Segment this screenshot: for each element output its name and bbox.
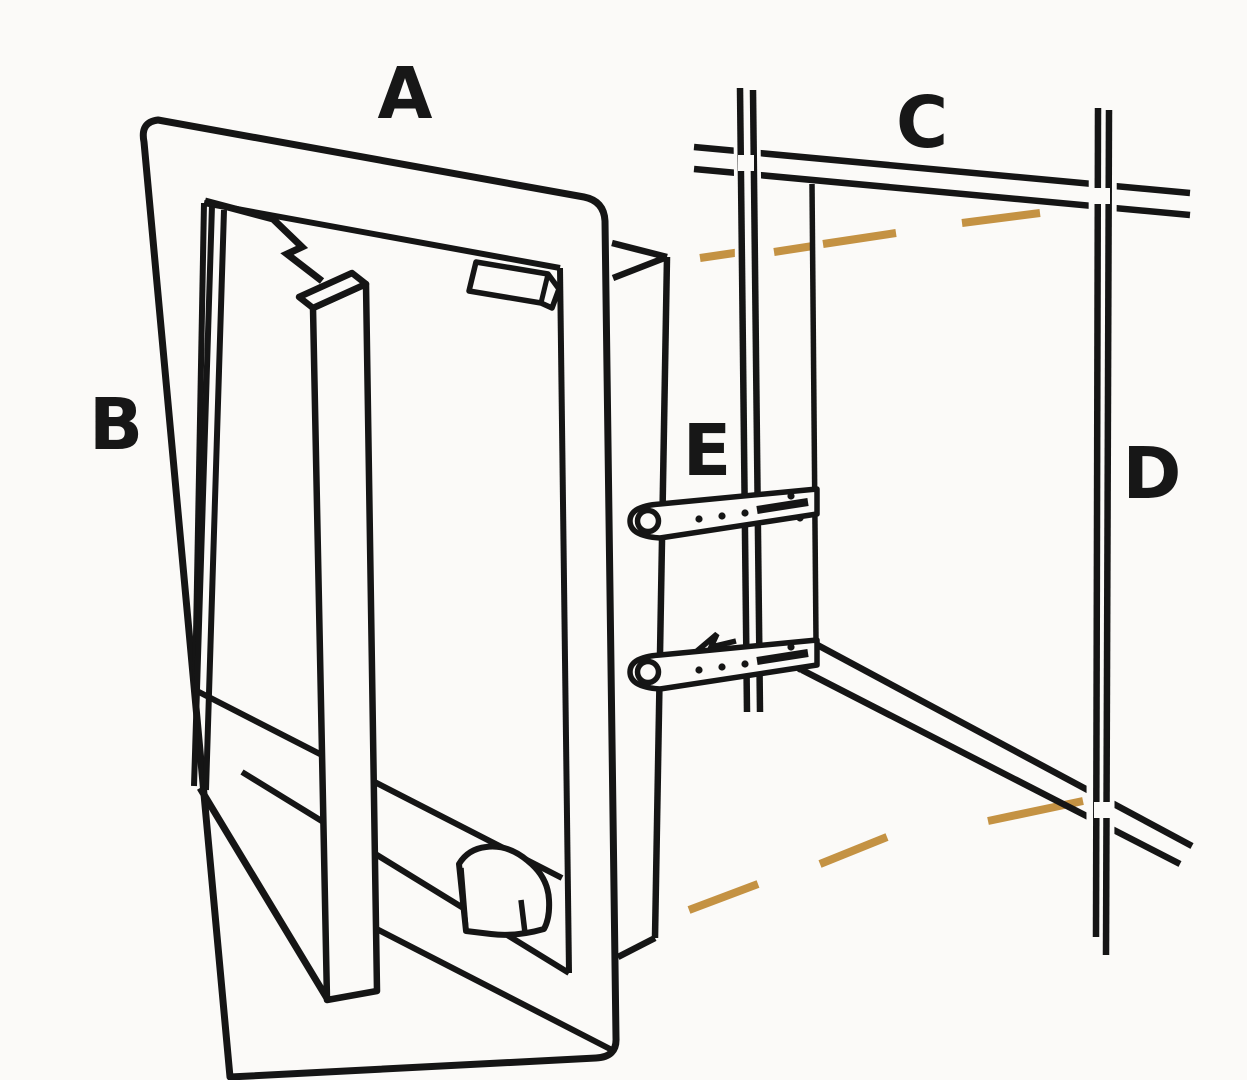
- upper-strap-hole-3: [741, 509, 749, 517]
- dash-bottom-1: [687, 880, 760, 914]
- dash-top-4: [961, 209, 1041, 227]
- lower-strap-hole-5: [796, 665, 804, 673]
- lower-strap-hole-2: [718, 663, 726, 671]
- upper-strap-eye-hole: [634, 507, 662, 535]
- door-bottom-edge: [197, 786, 331, 1002]
- lower-strap-slot: [756, 649, 809, 665]
- bottom-sill-line-1: [808, 638, 1194, 849]
- lower-strap-hole-4: [787, 643, 795, 651]
- dash-bottom-2: [818, 833, 889, 868]
- door-hinge-line-1: [191, 204, 215, 787]
- left-stud-line-1: [736, 87, 751, 713]
- clip-tab-crease: [538, 273, 551, 304]
- label-d: D: [1123, 432, 1182, 515]
- part-labels: A B C D E: [89, 52, 1182, 515]
- mounting-strap-lower: [627, 637, 820, 692]
- panel-door: [191, 197, 381, 1004]
- wall-studs: [733, 87, 1117, 956]
- door-edge-top-face: [295, 269, 370, 312]
- sill-break-mark: [695, 631, 737, 654]
- lower-strap-hole-1: [695, 666, 703, 674]
- frame-clip-tab: [466, 259, 562, 311]
- latch-front-edge: [458, 867, 469, 931]
- dash-top-2: [773, 242, 814, 256]
- upper-strap-hole-2: [718, 512, 726, 520]
- panel-outer-flange: [139, 116, 620, 1080]
- box-bottom-edge: [616, 935, 657, 960]
- opening-right-edge: [557, 267, 572, 974]
- upper-strap-hole-4: [787, 492, 795, 500]
- box-top-edge-1: [611, 239, 668, 261]
- cross-gap-top-right: [1094, 188, 1110, 204]
- label-e: E: [683, 409, 732, 492]
- lower-strap-hole-3: [741, 660, 749, 668]
- door-edge-face: [309, 280, 381, 1004]
- label-a: A: [378, 52, 433, 135]
- alignment-dash-lines: [687, 209, 1084, 914]
- label-c: C: [896, 81, 948, 164]
- right-stud-line-1: [1092, 107, 1102, 938]
- upper-strap-hole-1: [695, 515, 703, 523]
- wall-opening-edge-line: [809, 183, 819, 641]
- left-stud-casing: [733, 87, 767, 713]
- mounting-strap-upper: [627, 486, 820, 541]
- latch-corner-edge: [518, 899, 528, 934]
- door-top-edge-with-break: [204, 197, 325, 284]
- dash-top-3: [822, 229, 897, 248]
- left-stud-line-2: [749, 89, 764, 713]
- latch-outline: [456, 843, 553, 938]
- upper-strap-slot: [756, 498, 809, 514]
- box-bottom-rail-back: [240, 769, 571, 976]
- door-hinge-line-2: [203, 209, 227, 791]
- box-top-edge-2: [611, 253, 669, 282]
- dash-top-1: [699, 248, 742, 262]
- label-b: B: [89, 383, 143, 466]
- lower-strap-eye-hole: [634, 658, 662, 686]
- box-back-edge: [651, 256, 671, 939]
- frame-box-depth: [611, 239, 671, 960]
- upper-strap-hole-5: [796, 514, 804, 522]
- bottom-sill-line-2: [800, 667, 1182, 867]
- cross-gap-bottom-right: [1094, 802, 1110, 818]
- frame-opening: [192, 200, 614, 1053]
- right-stud-line-2: [1102, 109, 1113, 956]
- frame-latch-knob: [456, 843, 553, 938]
- cross-gap-top-left: [738, 155, 754, 171]
